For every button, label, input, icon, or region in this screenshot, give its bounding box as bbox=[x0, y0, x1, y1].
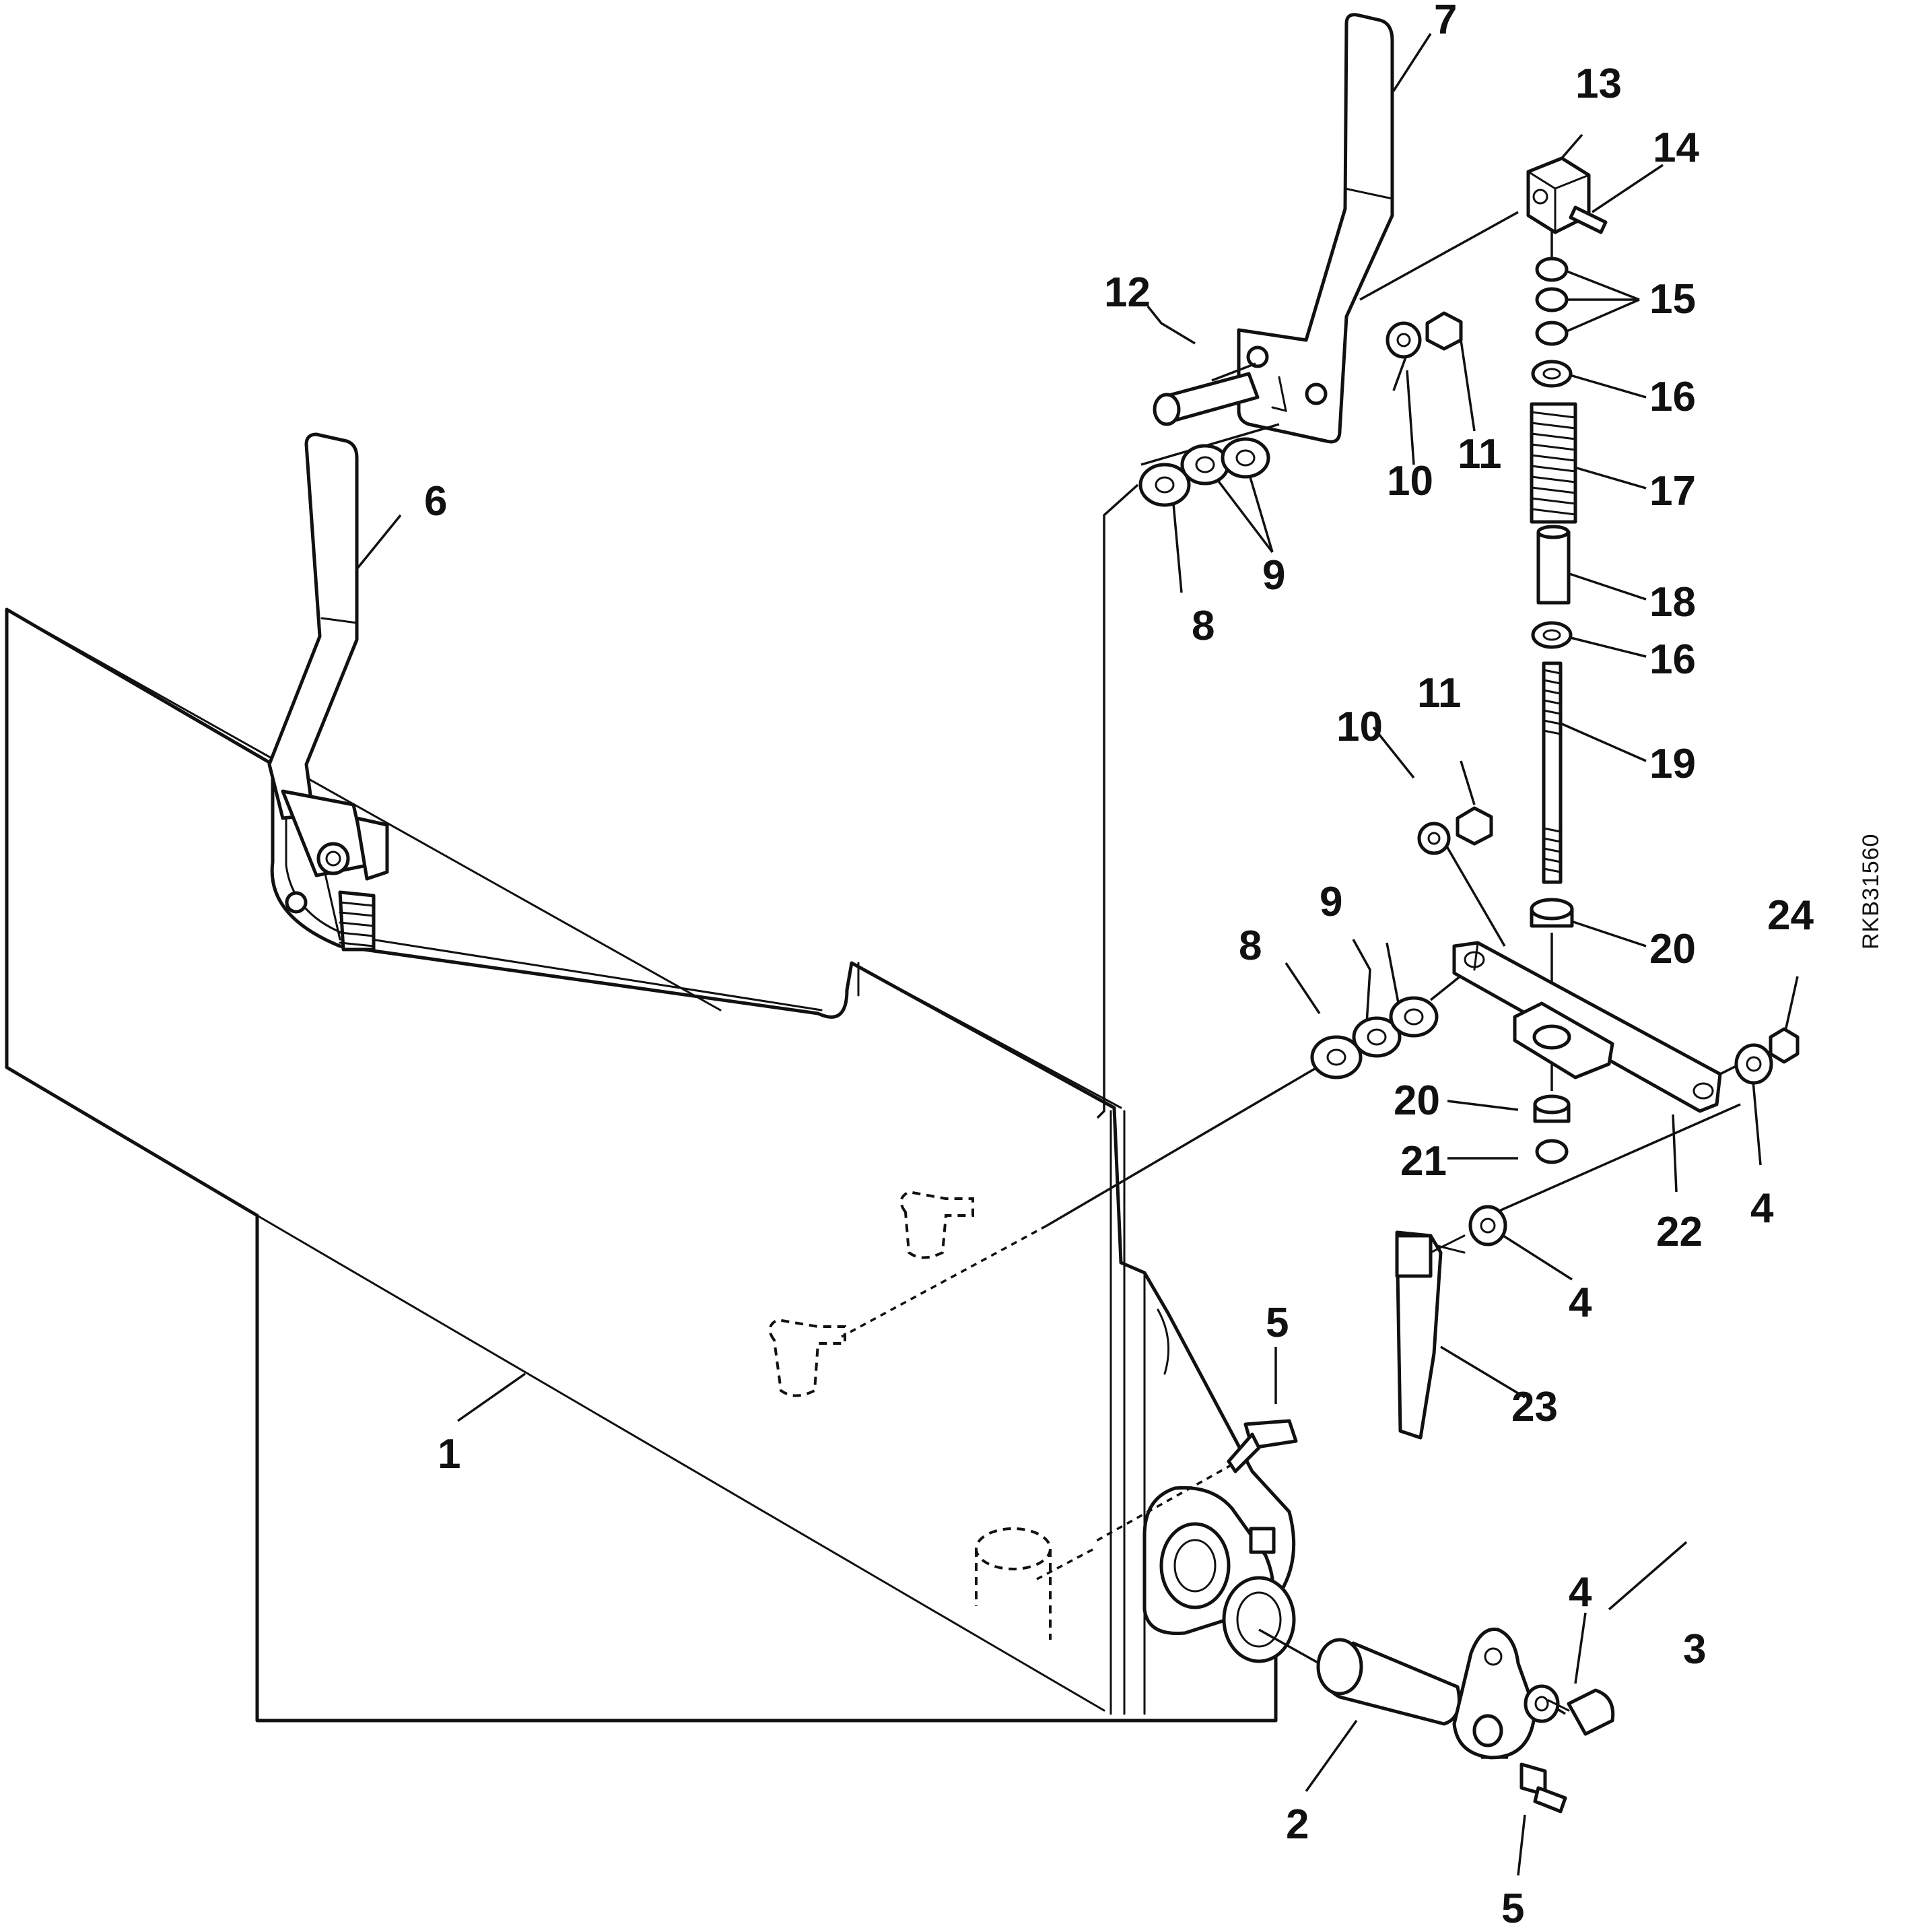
callout-11: 11 bbox=[1458, 431, 1502, 477]
callout-20: 20 bbox=[1394, 1077, 1440, 1124]
callout-12: 12 bbox=[1104, 269, 1151, 316]
callout-8: 8 bbox=[1239, 923, 1262, 969]
callout-22: 22 bbox=[1656, 1209, 1703, 1255]
callout-5: 5 bbox=[1501, 1886, 1524, 1932]
callout-4: 4 bbox=[1569, 1279, 1592, 1326]
callout-15: 15 bbox=[1649, 276, 1696, 323]
hardware bbox=[1138, 156, 1800, 1813]
callout-4: 4 bbox=[1569, 1569, 1592, 1615]
callout-5: 5 bbox=[1266, 1300, 1289, 1346]
callout-21: 21 bbox=[1400, 1138, 1447, 1185]
callout-3: 3 bbox=[1683, 1626, 1706, 1673]
callout-1: 1 bbox=[438, 1431, 460, 1477]
callout-8: 8 bbox=[1192, 603, 1215, 649]
callout-16: 16 bbox=[1649, 636, 1696, 683]
callout-24: 24 bbox=[1767, 892, 1814, 939]
callout-10: 10 bbox=[1387, 458, 1433, 504]
callout-11: 11 bbox=[1417, 670, 1462, 717]
callout-2: 2 bbox=[1286, 1801, 1309, 1848]
callout-9: 9 bbox=[1320, 879, 1342, 925]
hidden-studs bbox=[768, 1190, 1052, 1640]
callout-23: 23 bbox=[1511, 1384, 1558, 1430]
part-6-lever bbox=[267, 432, 389, 952]
callout-labels: 1 2 3 4 4 4 5 5 6 7 8 8 9 9 10 10 11 11 … bbox=[424, 0, 1814, 1932]
callout-17: 17 bbox=[1649, 468, 1696, 514]
callout-7: 7 bbox=[1434, 0, 1457, 43]
callout-13: 13 bbox=[1575, 61, 1622, 107]
callout-14: 14 bbox=[1653, 125, 1699, 171]
callout-16: 16 bbox=[1649, 374, 1696, 420]
callout-4: 4 bbox=[1750, 1185, 1774, 1232]
part-7-lever bbox=[1237, 13, 1394, 444]
part-1-frame bbox=[5, 607, 1296, 1723]
callout-18: 18 bbox=[1649, 579, 1696, 626]
callout-20: 20 bbox=[1649, 926, 1696, 972]
callout-10: 10 bbox=[1336, 704, 1383, 750]
callout-19: 19 bbox=[1649, 741, 1696, 787]
callout-9: 9 bbox=[1262, 552, 1285, 599]
callout-6: 6 bbox=[424, 478, 447, 525]
figure-reference-number: RKB31560 bbox=[1858, 834, 1884, 950]
